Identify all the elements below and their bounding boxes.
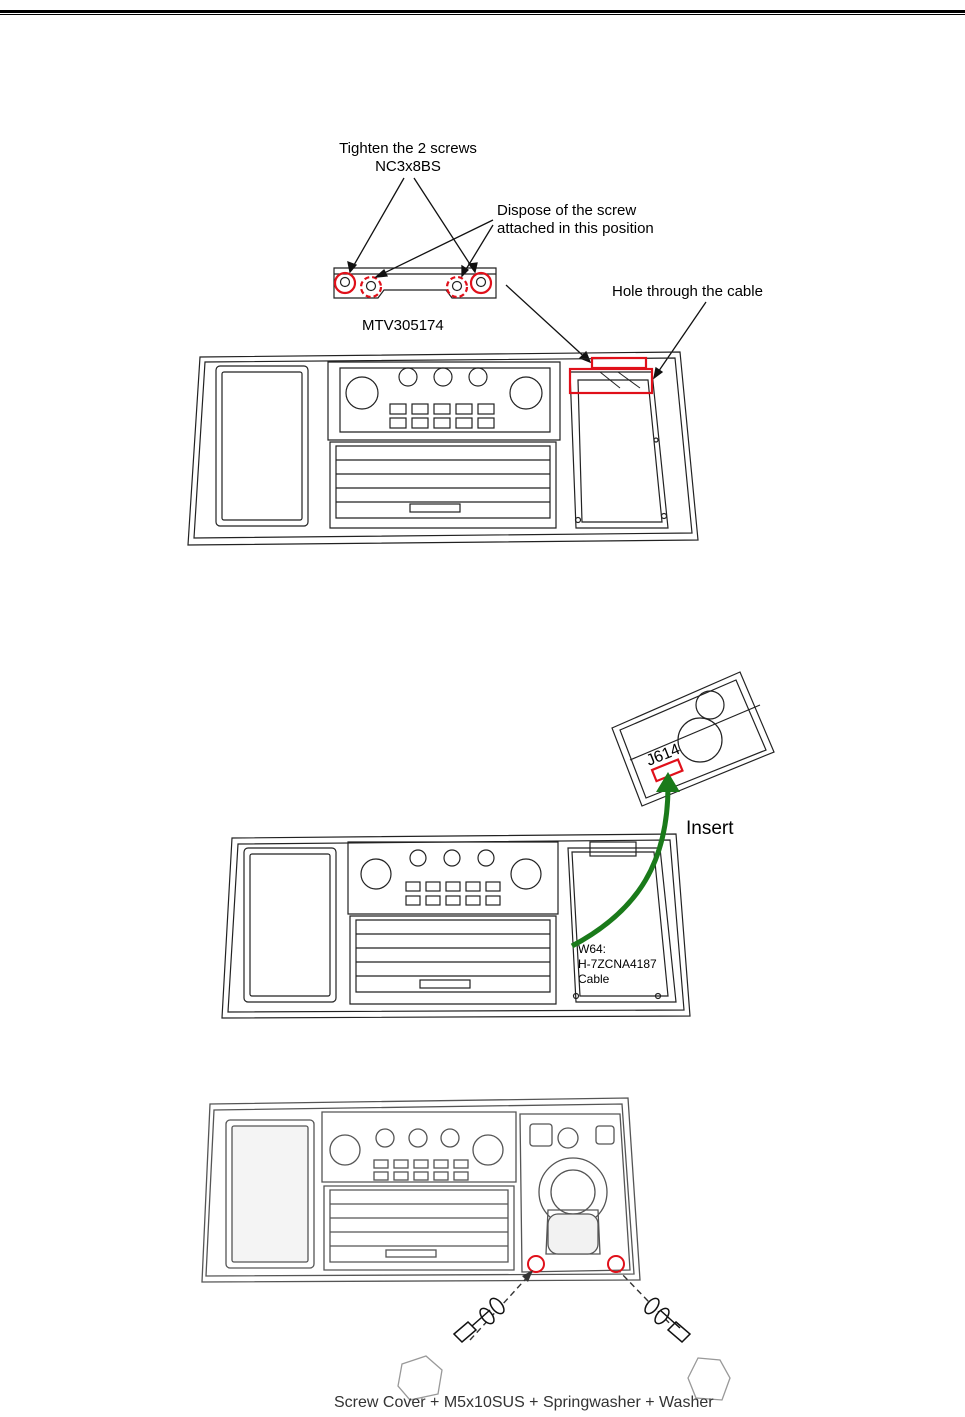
insert-arrow (572, 786, 668, 946)
cable-word-label: Cable (578, 972, 609, 986)
leader-arrowhead-left (522, 1270, 533, 1282)
screw-assembly-right (642, 1296, 690, 1342)
cable-id-label: W64: (578, 942, 606, 956)
screw-assembly-left (454, 1296, 507, 1342)
console-panel-2 (222, 834, 690, 1018)
connector-label: J614 (644, 741, 683, 771)
connector-board (612, 672, 774, 806)
insert-arrowhead (656, 772, 680, 792)
insert-label: Insert (686, 818, 734, 840)
screw-leader-lines (470, 1272, 676, 1340)
fastener-caption: Screw Cover + M5x10SUS + Springwasher + … (334, 1394, 714, 1412)
console-panel-3 (202, 1098, 640, 1282)
leader-arrows (348, 178, 706, 378)
figure-1-drawing (0, 0, 965, 600)
cable-part-label: H-7ZCNA4187 (578, 957, 657, 971)
console-panel-1 (188, 352, 698, 545)
screw-hole-highlights (528, 1256, 624, 1272)
screw-highlight-circles (335, 273, 491, 297)
